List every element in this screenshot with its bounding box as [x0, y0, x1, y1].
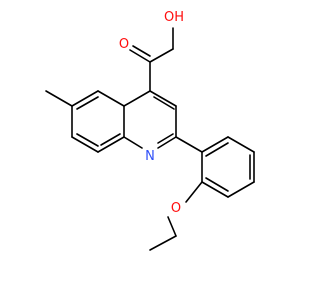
bond-line	[100, 133, 121, 146]
bond-line	[201, 136, 229, 153]
bond-line	[123, 90, 151, 107]
bond-line	[97, 136, 125, 153]
bond-line	[97, 90, 125, 107]
bond-line	[201, 181, 229, 198]
bond-lines	[45, 27, 255, 251]
bond-line	[227, 181, 255, 198]
bond-line	[167, 216, 177, 237]
bond-line	[45, 90, 73, 107]
bond-line	[153, 96, 175, 110]
bond-line	[205, 142, 229, 157]
bond-line	[71, 90, 99, 107]
bond-line	[149, 48, 174, 63]
bond-line	[71, 136, 99, 153]
bond-line	[227, 136, 255, 153]
bond-line	[129, 49, 151, 63]
bond-line	[157, 133, 174, 144]
bond-line	[157, 136, 177, 149]
ring-nitrogen-label: N	[145, 149, 155, 164]
bond-line	[175, 136, 203, 153]
bond-line	[205, 177, 229, 192]
bond-line	[185, 181, 203, 203]
hydroxyl-label: OH	[164, 10, 184, 25]
bond-line	[76, 133, 99, 147]
bond-line	[149, 235, 177, 251]
bond-line	[76, 96, 99, 110]
ether-oxygen-label: O	[171, 201, 181, 216]
carbonyl-oxygen-label: O	[119, 37, 129, 52]
molecule-structure-diagram: OH O N O	[45, 10, 255, 251]
bond-line	[149, 90, 177, 107]
bond-line	[123, 136, 143, 149]
bond-line	[132, 45, 151, 57]
